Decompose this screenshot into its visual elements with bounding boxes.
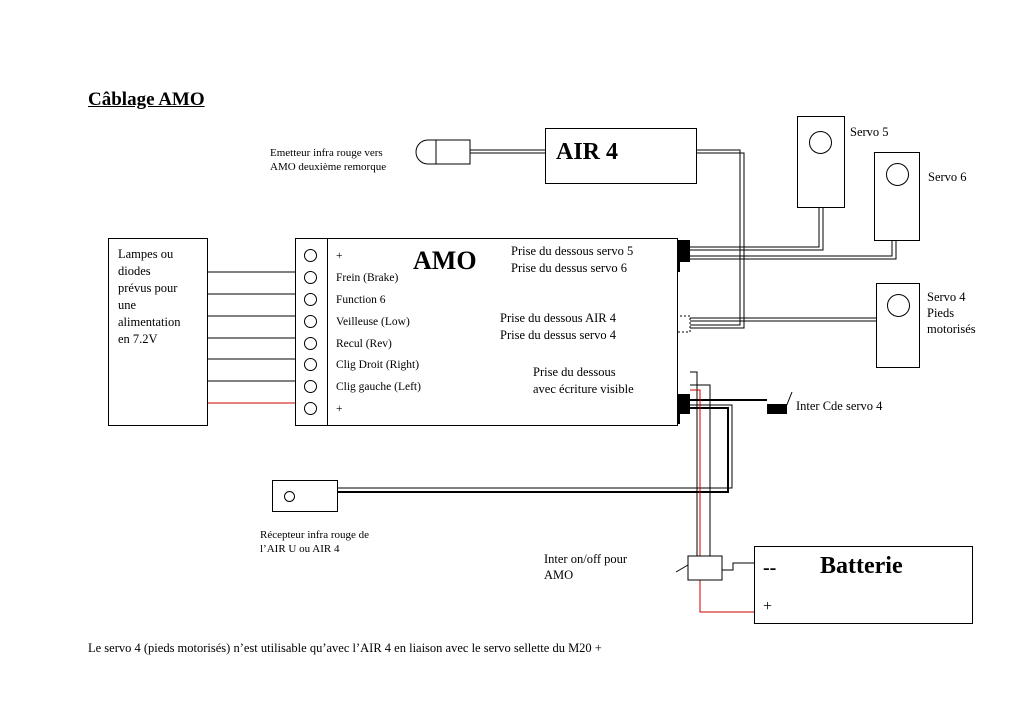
terminal-3 (304, 293, 317, 306)
pin-label-function6: Function 6 (336, 294, 386, 306)
socket-visible-label: Prise du dessous avec écriture visible (533, 365, 634, 396)
onoff-switch-lead (675, 564, 689, 573)
battery-box: -- Batterie + (754, 546, 973, 624)
onoff-label: Inter on/off pour AMO (544, 552, 628, 582)
pin-label-low: Veilleuse (Low) (336, 316, 410, 328)
lamps-box: Lampes ou diodes prévus pour une aliment… (108, 238, 208, 426)
servo5-wire-1 (690, 208, 820, 248)
terminal-6 (304, 358, 317, 371)
servo5-box (797, 116, 845, 208)
servo4-box (876, 283, 920, 368)
air4-box: AIR 4 (545, 128, 697, 184)
servo6-horn (886, 163, 909, 186)
battery-positive-wire (690, 389, 757, 613)
servo6-label: Servo 6 (928, 170, 967, 184)
servo5-horn (809, 131, 832, 154)
servo4-horn (887, 294, 910, 317)
pin-label-plus-top: + (336, 250, 343, 262)
inter-cde-switch (767, 404, 787, 414)
terminal-4 (304, 315, 317, 328)
amo-terminal-divider (327, 239, 328, 425)
servo6-wire-2 (690, 241, 897, 260)
receiver-box (272, 480, 338, 512)
battery-minus-wire (722, 562, 757, 571)
ir-emitter-led (415, 139, 471, 165)
lamps-label: Lampes ou diodes prévus pour une aliment… (118, 247, 181, 346)
amo-power-wire (690, 371, 698, 560)
pin-label-left: Clig gauche (Left) (336, 381, 421, 393)
receiver-wire-2 (337, 404, 733, 489)
terminal-5 (304, 337, 317, 350)
servo5-wire-2 (690, 208, 824, 251)
receiver-wire-1 (337, 407, 729, 493)
servo4-label: Servo 4 Pieds motorisés (927, 290, 976, 336)
servo6-box (874, 152, 920, 241)
pin-label-rev: Recul (Rev) (336, 338, 392, 350)
terminal-1 (304, 249, 317, 262)
page-title: Câblage AMO (88, 89, 205, 110)
pin-label-brake: Frein (Brake) (336, 272, 399, 284)
terminal-2 (304, 271, 317, 284)
emitter-label: Emetteur infra rouge vers AMO deuxième r… (270, 147, 387, 173)
air4-wire-1 (690, 149, 741, 326)
terminal-7 (304, 380, 317, 393)
footnote: Le servo 4 (pieds motorisés) n’est utili… (88, 641, 602, 655)
servo6-wire-1 (690, 241, 893, 257)
pin-label-plus-bottom: + (336, 403, 343, 415)
air4-wire-2 (690, 152, 745, 329)
amo-box: AMO (295, 238, 678, 426)
inter-cde-label: Inter Cde servo 4 (796, 399, 883, 413)
terminal-8 (304, 402, 317, 415)
air4-label: AIR 4 (556, 139, 619, 165)
servo5-label: Servo 5 (850, 125, 889, 139)
amo-label: AMO (413, 246, 477, 275)
battery-label: Batterie (820, 553, 903, 579)
pin-label-right: Clig Droit (Right) (336, 359, 420, 371)
receiver-label: Récepteur infra rouge de l’AIR U ou AIR … (260, 529, 370, 555)
socket-air4-label: Prise du dessous AIR 4 Prise du dessus s… (500, 311, 616, 342)
socket-servo56-label: Prise du dessous servo 5 Prise du dessus… (511, 244, 634, 275)
battery-plus: + (763, 598, 773, 615)
battery-minus: -- (763, 557, 777, 579)
onoff-switch (687, 555, 723, 581)
receiver-lens (284, 491, 295, 502)
